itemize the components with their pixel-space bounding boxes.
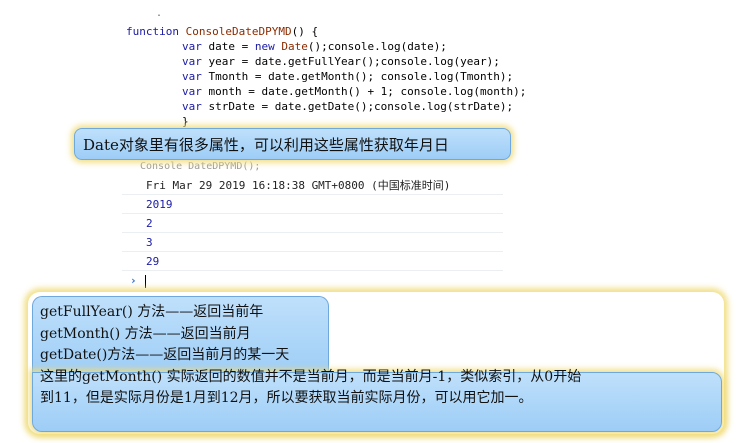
getmonth-explanation-line-1: 这里的getMonth() 实际返回的数值并不是当前月，而是当前月-1，类似索引… [40, 368, 582, 385]
var-keyword: var [182, 85, 202, 98]
callout-methods-text: getFullYear() 方法——返回当前年 getMonth() 方法——返… [40, 302, 581, 410]
code-text: year = date.getFullYear();console.log(ye… [201, 55, 500, 68]
code-text: date = [201, 40, 255, 53]
code-fragment-top: . [156, 8, 163, 19]
code-line-year: var year = date.getFullYear();console.lo… [126, 54, 526, 69]
function-signature-tail: () { [291, 25, 319, 38]
code-block: function ConsoleDateDPYMD() { var date =… [126, 24, 526, 129]
code-line-month: var month = date.getMonth() + 1; console… [126, 84, 526, 99]
code-text: Tmonth = date.getMonth(); console.log(Tm… [201, 70, 514, 83]
console-output-panel: Fri Mar 29 2019 16:18:38 GMT+0800 (中国标准时… [122, 176, 503, 290]
function-declaration-line: function ConsoleDateDPYMD() { [126, 24, 526, 39]
var-keyword: var [182, 55, 202, 68]
code-line-strdate: var strDate = date.getDate();console.log… [126, 99, 526, 114]
code-line-date: var date = new Date();console.log(date); [126, 39, 526, 54]
console-faint-input: Console DateDPYMD(); [140, 161, 261, 172]
function-keyword: function [126, 25, 179, 38]
callout-date-object: Date对象里有很多属性，可以利用这些属性获取年月日 [74, 128, 511, 160]
function-name: ConsoleDateDPYMD [185, 25, 292, 38]
new-keyword: new [254, 40, 275, 53]
callout-methods-bottom [32, 372, 722, 432]
console-prompt[interactable]: › [122, 271, 503, 290]
callout-methods-top [32, 296, 329, 377]
code-text: strDate = date.getDate();console.log(str… [201, 100, 514, 113]
console-output-row: 3 [122, 233, 503, 252]
method-getfullyear-note: getFullYear() 方法——返回当前年 [40, 304, 264, 320]
code-text: month = date.getMonth() + 1; console.log… [201, 85, 527, 98]
var-keyword: var [182, 100, 202, 113]
date-type: Date [281, 40, 308, 53]
closing-brace: } [182, 115, 189, 128]
console-output-row: 2019 [122, 195, 503, 214]
code-line-closing: } [126, 114, 526, 129]
var-keyword: var [182, 70, 202, 83]
code-text: ();console.log(date); [307, 40, 447, 53]
text-cursor [144, 274, 146, 288]
method-getdate-note: getDate()方法——返回当前月的某一天 [40, 347, 290, 363]
method-getmonth-note: getMonth() 方法——返回当前月 [40, 325, 251, 342]
getmonth-explanation-line-2: 到11，但是实际月份是1月到12月，所以要获取当前实际月份，可以用它加一。 [40, 390, 533, 406]
console-output-row: Fri Mar 29 2019 16:18:38 GMT+0800 (中国标准时… [122, 176, 503, 195]
var-keyword: var [182, 40, 202, 53]
callout-date-object-text: Date对象里有很多属性，可以利用这些属性获取年月日 [83, 136, 449, 154]
console-output-row: 29 [122, 252, 503, 271]
console-output-row: 2 [122, 214, 503, 233]
chevron-right-icon: › [130, 274, 137, 287]
code-line-tmonth: var Tmonth = date.getMonth(); console.lo… [126, 69, 526, 84]
